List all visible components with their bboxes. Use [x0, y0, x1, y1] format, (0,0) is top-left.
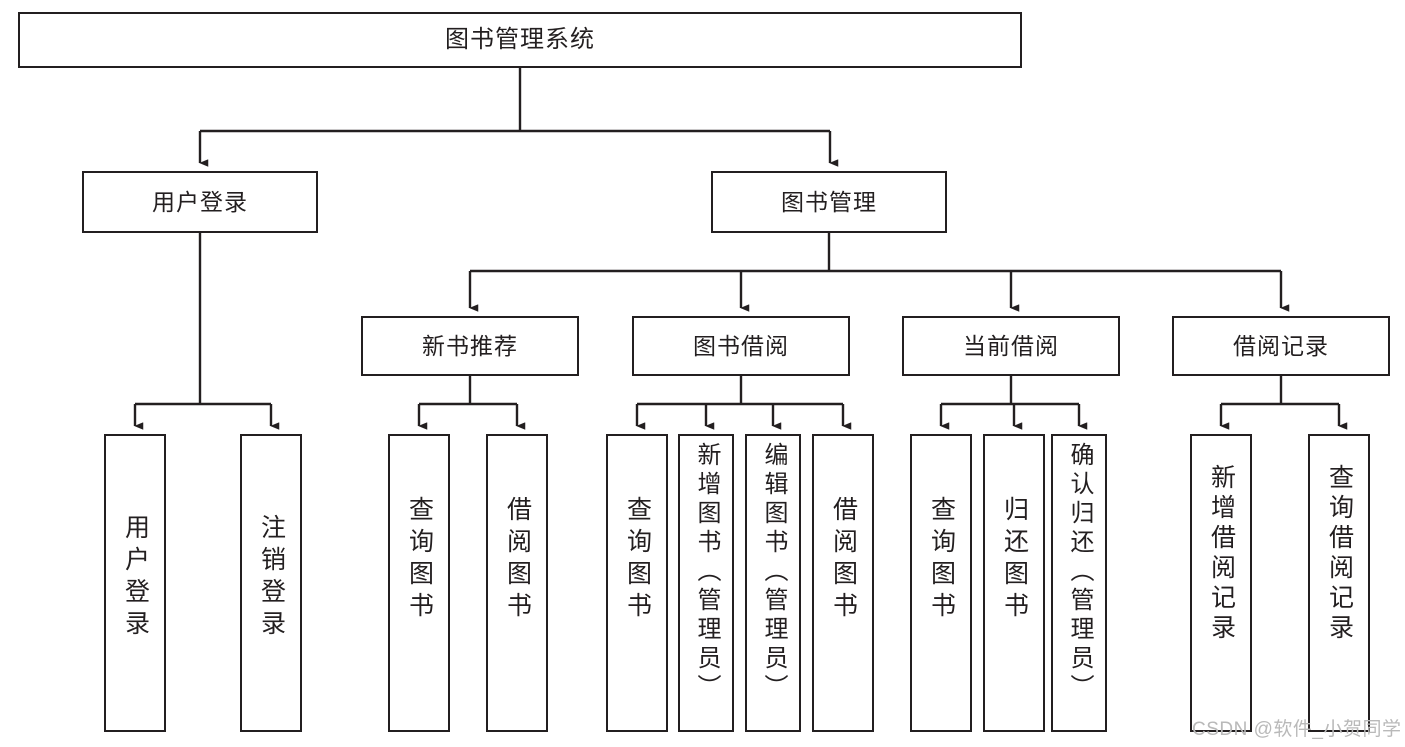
- node-leaf-query-book-rec-label: 查询图书: [405, 496, 434, 624]
- node-leaf-user-login-label: 用户登录: [121, 514, 150, 642]
- node-leaf-logout[interactable]: 注销登录: [240, 434, 302, 732]
- node-current-borrow-label: 当前借阅: [963, 332, 1059, 359]
- node-new-book-rec-label: 新书推荐: [422, 332, 518, 359]
- node-leaf-confirm-return[interactable]: 确认归还（管理员）: [1051, 434, 1107, 732]
- node-current-borrow[interactable]: 当前借阅: [902, 316, 1120, 376]
- node-leaf-confirm-return-label: 确认归还（管理员）: [1066, 442, 1093, 703]
- node-borrow-record-label: 借阅记录: [1233, 332, 1329, 359]
- node-book-manage[interactable]: 图书管理: [711, 171, 947, 233]
- node-leaf-query-book-label: 查询图书: [623, 496, 652, 624]
- node-leaf-query-book-rec[interactable]: 查询图书: [388, 434, 450, 732]
- node-leaf-user-login[interactable]: 用户登录: [104, 434, 166, 732]
- node-leaf-edit-book-admin[interactable]: 编辑图书（管理员）: [745, 434, 801, 732]
- node-leaf-logout-label: 注销登录: [257, 514, 286, 642]
- node-leaf-borrow-book-rec-label: 借阅图书: [503, 496, 532, 624]
- node-leaf-add-book-admin[interactable]: 新增图书（管理员）: [678, 434, 734, 732]
- node-leaf-query-book-cur[interactable]: 查询图书: [910, 434, 972, 732]
- node-new-book-rec[interactable]: 新书推荐: [361, 316, 579, 376]
- node-book-borrow[interactable]: 图书借阅: [632, 316, 850, 376]
- node-leaf-return-book[interactable]: 归还图书: [983, 434, 1045, 732]
- node-user-login[interactable]: 用户登录: [82, 171, 318, 233]
- node-leaf-borrow-book-label: 借阅图书: [829, 496, 858, 624]
- node-root[interactable]: 图书管理系统: [18, 12, 1022, 68]
- node-leaf-query-book-cur-label: 查询图书: [927, 496, 956, 624]
- node-leaf-add-record[interactable]: 新增借阅记录: [1190, 434, 1252, 732]
- node-book-manage-label: 图书管理: [781, 188, 877, 215]
- node-leaf-return-book-label: 归还图书: [1000, 496, 1029, 624]
- node-borrow-record[interactable]: 借阅记录: [1172, 316, 1390, 376]
- node-user-login-label: 用户登录: [152, 188, 248, 215]
- node-leaf-query-record-label: 查询借阅记录: [1325, 464, 1354, 644]
- node-leaf-borrow-book-rec[interactable]: 借阅图书: [486, 434, 548, 732]
- node-book-borrow-label: 图书借阅: [693, 332, 789, 359]
- node-leaf-edit-book-admin-label: 编辑图书（管理员）: [760, 442, 787, 703]
- node-leaf-borrow-book[interactable]: 借阅图书: [812, 434, 874, 732]
- node-leaf-add-record-label: 新增借阅记录: [1207, 464, 1236, 644]
- csdn-watermark: CSDN @软件_小贺同学: [1192, 719, 1402, 740]
- node-leaf-add-book-admin-label: 新增图书（管理员）: [693, 442, 720, 703]
- node-leaf-query-record[interactable]: 查询借阅记录: [1308, 434, 1370, 732]
- node-root-label: 图书管理系统: [445, 26, 595, 53]
- node-leaf-query-book[interactable]: 查询图书: [606, 434, 668, 732]
